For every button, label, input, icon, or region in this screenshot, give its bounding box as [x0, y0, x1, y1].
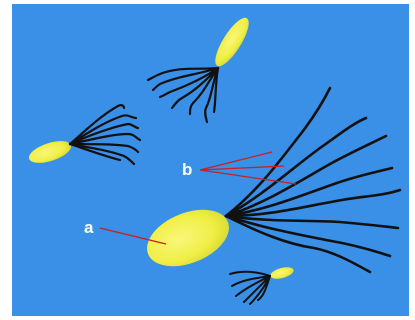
diagram-background: [12, 4, 409, 316]
label-a: a: [84, 218, 94, 237]
label-b: b: [182, 160, 192, 179]
